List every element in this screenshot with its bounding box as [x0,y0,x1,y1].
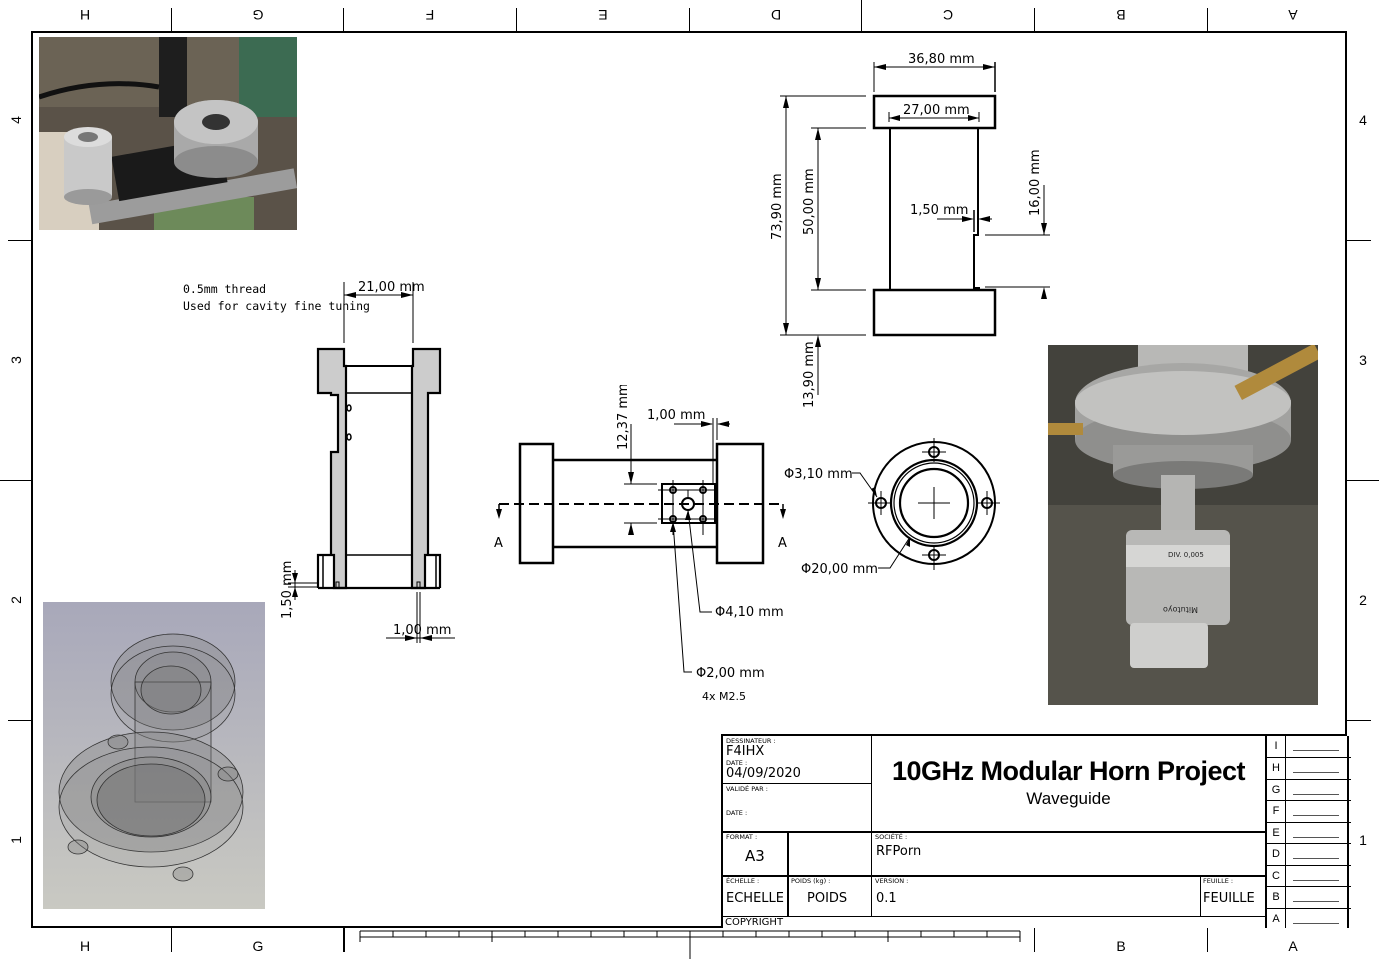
zone-label-bottom: A [1288,938,1298,954]
dim-1-50-groove: 1,50 mm [280,561,295,619]
zone-label-top: G [252,7,264,23]
revision-row: H [1267,757,1351,779]
dessinateur-label: DESSINATEUR : [726,737,776,745]
thread-note-line2: Used for cavity fine tuning [183,299,370,313]
zone-label-right: 2 [1359,592,1367,608]
societe-label: SOCIÉTÉ : [875,833,908,841]
version-label: VERSION : [875,877,909,885]
dim-12-37: 12,37 mm [616,385,631,450]
screw-note: 4x M2.5 [702,690,746,703]
dim-1-00-groove: 1,00 mm [393,623,451,638]
revision-row: A [1267,907,1351,928]
zone-label-left: 4 [8,116,24,124]
date2-label: DATE : [726,809,748,817]
dessinateur-cell: DESSINATEUR : F4IHX DATE : 04/09/2020 [723,736,872,784]
zone-label-right: 4 [1359,112,1367,128]
feuille-label: FEUILLE : [1203,877,1234,885]
revision-row: I [1267,736,1351,758]
zone-label-top: E [598,7,608,23]
blank-cell [789,833,872,875]
dim-16-00: 16,00 mm [1028,149,1043,216]
zone-label-left: 2 [8,596,24,604]
revision-row: C [1267,864,1351,886]
dim-50-00: 50,00 mm [802,168,817,235]
poids-label: POIDS (kg) : [791,877,831,885]
dim-36-80: 36,80 mm [908,52,975,67]
date-label: DATE : [726,759,748,767]
dim-phi-2-00: Φ2,00 mm [696,666,765,681]
dim-27-00: 27,00 mm [903,103,970,118]
revision-row: E [1267,821,1351,843]
section-label-right: A [778,536,787,551]
title-cell: 10GHz Modular Horn Project Waveguide [872,736,1265,831]
zone-label-left: 3 [8,356,24,364]
poids-cell: POIDS (kg) : POIDS [789,877,872,917]
dim-1-50-wall: 1,50 mm [910,203,968,218]
revision-row: D [1267,843,1351,865]
dim-1-00-offset: 1,00 mm [647,408,705,423]
feuille-value: FEUILLE [1203,891,1255,906]
poids-value: POIDS [807,891,848,906]
zone-label-top: B [1116,7,1126,23]
revision-row: F [1267,800,1351,822]
revision-row: B [1267,886,1351,908]
inner-border [31,31,1347,928]
dim-phi-3-10: Φ3,10 mm [784,467,853,482]
dim-21-00: 21,00 mm [358,280,425,295]
front-view: A A 12,37 mm 1,00 mm Φ4,10 mm Φ2,00 mm 4… [494,385,787,703]
title-block: DESSINATEUR : F4IHX DATE : 04/09/2020 VA… [721,734,1351,928]
dim-73-90: 73,90 mm [770,173,785,240]
societe-value: RFPorn [876,844,922,859]
zone-label-top: F [425,7,435,23]
scale-bar [359,930,1021,959]
dim-13-90: 13,90 mm [802,341,817,408]
zone-label-top: A [1288,7,1298,23]
svg-text:DIV. 0,005: DIV. 0,005 [1168,551,1204,559]
drawing-subtitle: Waveguide [1026,789,1111,808]
end-view: Φ3,10 mm Φ20,00 mm [784,438,1000,577]
thread-note: 0.5mm thread Used for cavity fine tuning [183,281,370,315]
milling-machine-photo [39,37,297,230]
thread-note-line1: 0.5mm thread [183,282,267,296]
micrometer-tuning-photo: DIV. 0,005 Mitutoyo [1048,345,1318,705]
revision-row: G [1267,778,1351,800]
zone-label-top: D [770,7,782,23]
cad-3d-render [43,602,265,909]
echelle-cell: ÉCHELLE : ECHELLE [723,877,789,917]
zone-label-right: 3 [1359,352,1367,368]
dim-phi-20-00: Φ20,00 mm [801,562,878,577]
valide-cell: VALIDÉ PAR : DATE : [723,784,872,831]
copyright-cell: COPYRIGHT [723,917,1265,928]
revision-table: I H G F E D C B A [1265,736,1351,928]
format-value: A3 [745,847,765,865]
section-label-left: A [494,536,503,551]
drawing-title: 10GHz Modular Horn Project [891,756,1246,786]
zone-label-top: H [79,7,91,23]
zone-label-bottom: B [1116,938,1126,954]
zone-label-bottom: H [79,938,91,954]
societe-cell: SOCIÉTÉ : RFPorn [872,833,1265,875]
dim-phi-4-10: Φ4,10 mm [715,605,784,620]
zone-label-left: 1 [8,836,24,844]
version-value: 0.1 [876,891,897,906]
version-cell: VERSION : 0.1 [872,877,1201,917]
zone-label-top: C [942,7,954,23]
zone-label-right: 1 [1359,832,1367,848]
echelle-label: ÉCHELLE : [726,877,760,885]
dessinateur-value: F4IHX [726,744,765,759]
format-label: FORMAT : [726,833,758,841]
echelle-value: ECHELLE [726,891,784,906]
date-value: 04/09/2020 [726,766,801,781]
copyright-text: COPYRIGHT [725,917,784,928]
valide-label: VALIDÉ PAR : [726,785,768,793]
feuille-cell: FEUILLE : FEUILLE [1201,877,1265,917]
format-cell: FORMAT : A3 [723,833,789,875]
elevation-view: 36,80 mm 27,00 mm 1,50 mm 73,90 mm 50,00… [770,52,1050,408]
zone-label-bottom: G [252,938,264,954]
svg-text:Mitutoyo: Mitutoyo [1163,605,1198,614]
section-view: 21,00 mm 1,50 mm 1,00 mm [280,280,455,643]
